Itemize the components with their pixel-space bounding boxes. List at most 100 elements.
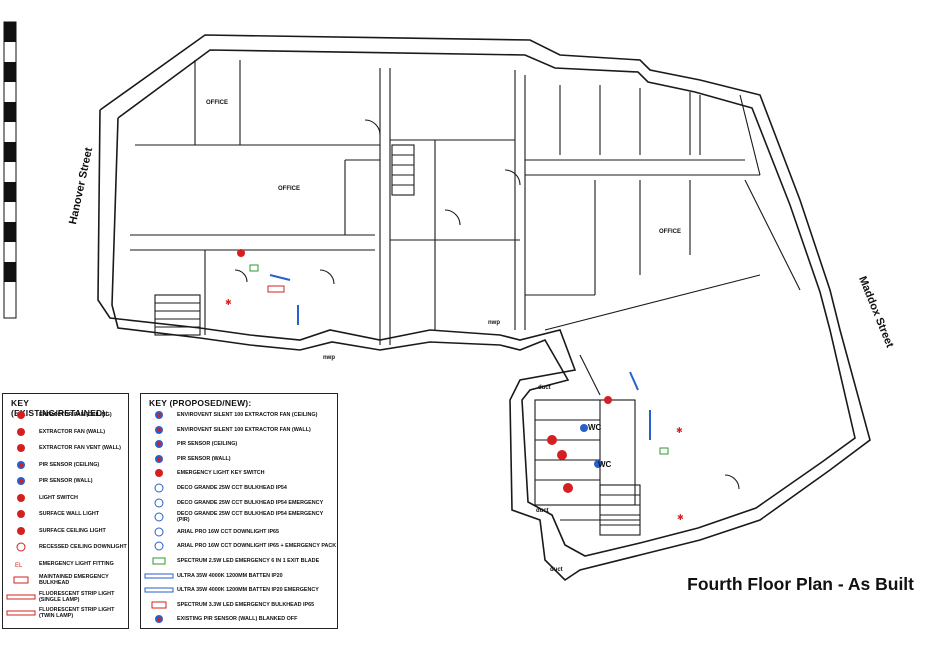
svg-text:✱: ✱ xyxy=(677,513,684,522)
emergency-light-icon: EL xyxy=(3,560,39,568)
key-item: EMERGENCY LIGHT KEY SWITCH xyxy=(141,466,337,480)
stair-left xyxy=(154,294,201,336)
pir-sensor-ceiling-icon xyxy=(3,460,39,470)
partitions xyxy=(130,60,801,536)
emergency-key-switch-icon xyxy=(141,468,177,478)
key-item-label: DECO GRANDE 25W CCT BULKHEAD IP54 xyxy=(177,485,287,491)
key-item: MAINTAINED EMERGENCY BULKHEAD xyxy=(3,573,128,587)
key-item: LIGHT SWITCH xyxy=(3,491,128,505)
key-item: ARIAL PRO 16W CCT DOWNLIGHT IP65 + EMERG… xyxy=(141,539,337,553)
deco-grande-emergency-icon xyxy=(141,498,177,508)
key-item: DECO GRANDE 25W CCT BULKHEAD IP54 EMERGE… xyxy=(141,510,337,524)
room-label-wc-1: WC xyxy=(588,423,602,432)
key-proposed-heading: KEY (PROPOSED/NEW): xyxy=(149,398,252,408)
room-label-wc-2: WC xyxy=(598,460,612,469)
deco-grande-emergency-pir-icon xyxy=(141,512,177,522)
key-item-label: PIR SENSOR (WALL) xyxy=(177,455,231,462)
svg-text:EL: EL xyxy=(15,563,23,568)
key-item-label: DECO GRANDE 25W CCT BULKHEAD IP54 EMERGE… xyxy=(177,499,324,506)
key-item-label: ARIAL PRO 16W CCT DOWNLIGHT IP65 xyxy=(177,528,280,535)
key-item-label: FLUORESCENT STRIP LIGHT (TWIN LAMP) xyxy=(39,607,115,619)
pir-sensor-wall-icon xyxy=(3,476,39,486)
fixtures: ✱ ✱ ✱ xyxy=(225,249,684,522)
key-item: PIR SENSOR (WALL) xyxy=(3,474,128,488)
key-item-label: EXTRACTOR FAN VENT (WALL) xyxy=(39,445,121,451)
key-item-label: LIGHT SWITCH xyxy=(39,494,78,501)
room-label-office-2: OFFICE xyxy=(278,186,300,192)
key-item: PIR SENSOR (WALL) xyxy=(141,452,337,466)
surface-ceiling-light-icon xyxy=(3,526,39,536)
key-item-label: RECESSED CEILING DOWNLIGHT xyxy=(39,544,127,550)
light-switch-icon xyxy=(3,493,39,503)
room-label-office-3: OFFICE xyxy=(659,229,681,235)
room-label-office-1: OFFICE xyxy=(206,100,228,106)
stair-core xyxy=(391,144,415,196)
key-item-label: MAINTAINED EMERGENCY BULKHEAD xyxy=(39,574,109,586)
arial-pro-downlight-icon xyxy=(141,527,177,537)
key-item: DECO GRANDE 25W CCT BULKHEAD IP54 xyxy=(141,481,337,495)
svg-text:✱: ✱ xyxy=(676,426,683,435)
key-item-label: EMERGENCY LIGHT KEY SWITCH xyxy=(177,470,265,477)
key-item-label: FLUORESCENT STRIP LIGHT (SINGLE LAMP) xyxy=(39,590,115,603)
arial-pro-emergency-icon xyxy=(141,541,177,551)
surface-wall-light-icon xyxy=(3,509,39,519)
key-item-label: EMERGENCY LIGHT FITTING xyxy=(39,560,114,567)
key-item: DECO GRANDE 25W CCT BULKHEAD IP54 EMERGE… xyxy=(141,496,337,510)
key-item: ARIAL PRO 16W CCT DOWNLIGHT IP65 xyxy=(141,525,337,539)
spectrum-bulkhead-icon xyxy=(141,601,177,609)
key-item: FLUORESCENT STRIP LIGHT (TWIN LAMP) xyxy=(3,606,128,620)
ultra-batten-emergency-icon xyxy=(141,586,177,594)
tag-duct-3: duct xyxy=(550,567,563,573)
stair-right xyxy=(599,484,641,536)
key-item: EXTRACTOR FAN (CEILING) xyxy=(3,408,128,422)
svg-text:✱: ✱ xyxy=(225,298,232,307)
key-item-label: EXTRACTOR FAN (WALL) xyxy=(39,428,106,435)
key-item: SPECTRUM 2.5W LED EMERGENCY 6 IN 1 EXIT … xyxy=(141,554,337,568)
tag-nwp-2: nwp xyxy=(488,320,500,326)
scale-bar xyxy=(3,21,17,319)
key-item: RECESSED CEILING DOWNLIGHT xyxy=(3,540,128,554)
strip-light-single-icon xyxy=(3,593,39,601)
key-item-label: SURFACE CEILING LIGHT xyxy=(39,527,106,534)
key-item-label: EXISTING PIR SENSOR (WALL) BLANKED OFF xyxy=(177,616,298,623)
tag-nwp-1: nwp xyxy=(323,355,335,361)
key-item-label: ULTRA 35W 4000K 1200MM BATTEN IP20 xyxy=(177,572,283,579)
key-item: SURFACE CEILING LIGHT xyxy=(3,524,128,538)
key-item-label: ENVIROVENT SILENT 100 EXTRACTOR FAN (CEI… xyxy=(177,412,318,418)
key-item-label: SPECTRUM 2.5W LED EMERGENCY 6 IN 1 EXIT … xyxy=(177,558,320,564)
key-proposed-panel: KEY (PROPOSED/NEW): ENVIROVENT SILENT 10… xyxy=(140,393,338,629)
pir-blanked-icon xyxy=(141,614,177,624)
tag-duct-2: duct xyxy=(536,508,549,514)
pir-ceiling-new-icon xyxy=(141,439,177,449)
key-item: ULTRA 35W 4000K 1200MM BATTEN IP20 xyxy=(141,569,337,583)
envirovent-ceiling-icon xyxy=(141,410,177,420)
key-item: EXTRACTOR FAN (WALL) xyxy=(3,425,128,439)
extractor-fan-wall-icon xyxy=(3,427,39,437)
key-existing-heading: KEY (EXISTING/RETAINED): xyxy=(11,398,109,418)
strip-light-twin-icon xyxy=(3,609,39,617)
key-item-label: PIR SENSOR (CEILING) xyxy=(177,441,238,448)
key-item: ULTRA 35W 4000K 1200MM BATTEN IP20 EMERG… xyxy=(141,583,337,597)
key-item-label: ULTRA 35W 4000K 1200MM BATTEN IP20 EMERG… xyxy=(177,587,319,594)
key-existing-panel: KEY (EXISTING/RETAINED): EXTRACTOR FAN (… xyxy=(2,393,129,629)
key-item: EXTRACTOR FAN VENT (WALL) xyxy=(3,441,128,455)
key-item: PIR SENSOR (CEILING) xyxy=(3,458,128,472)
key-item-label: EXTRACTOR FAN (CEILING) xyxy=(39,412,112,418)
tag-duct-1: duct xyxy=(538,385,551,391)
envirovent-wall-icon xyxy=(141,425,177,435)
pir-wall-new-icon xyxy=(141,454,177,464)
recessed-downlight-icon xyxy=(3,542,39,552)
key-item: SURFACE WALL LIGHT xyxy=(3,507,128,521)
key-item: SPECTRUM 3.3W LED EMERGENCY BULKHEAD IP6… xyxy=(141,598,337,612)
building-outline xyxy=(97,34,871,582)
key-item: FLUORESCENT STRIP LIGHT (SINGLE LAMP) xyxy=(3,590,128,604)
deco-grande-icon xyxy=(141,483,177,493)
drawing-title: Fourth Floor Plan - As Built xyxy=(687,574,914,594)
key-item: ENVIROVENT SILENT 100 EXTRACTOR FAN (CEI… xyxy=(141,408,337,422)
key-item: EL EMERGENCY LIGHT FITTING xyxy=(3,557,128,571)
ultra-batten-icon xyxy=(141,572,177,580)
extractor-fan-vent-icon xyxy=(3,443,39,453)
key-item-label: ENVIROVENT SILENT 100 EXTRACTOR FAN (WAL… xyxy=(177,426,311,433)
key-item-label: SPECTRUM 3.3W LED EMERGENCY BULKHEAD IP6… xyxy=(177,601,315,608)
exit-blade-icon xyxy=(141,557,177,565)
